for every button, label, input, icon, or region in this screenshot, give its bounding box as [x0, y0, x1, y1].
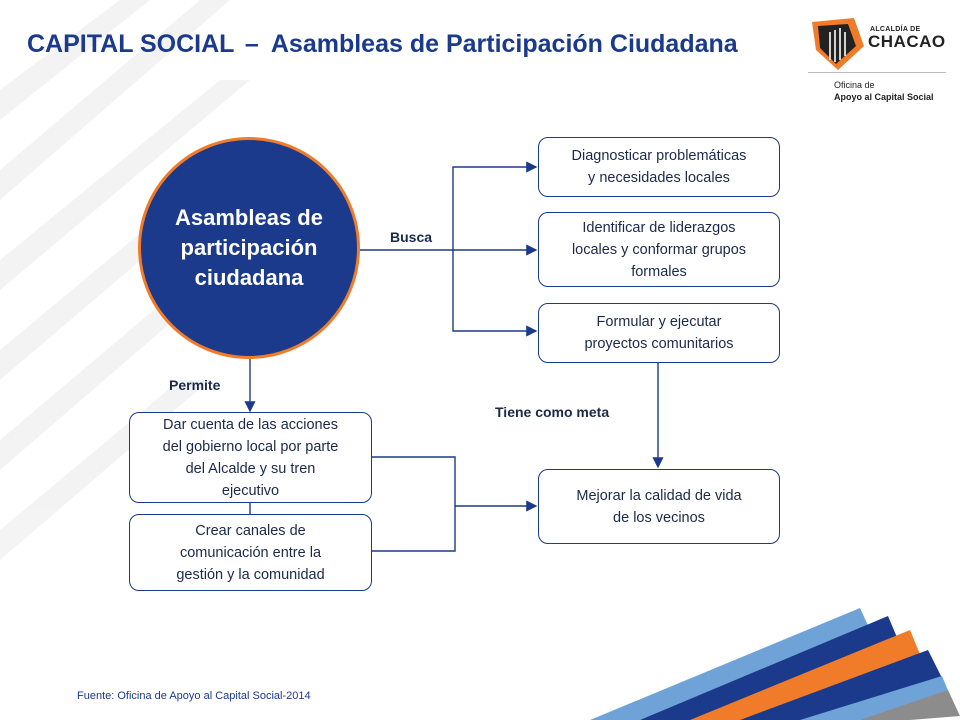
goal-box-text: Diagnosticar problemáticas y necesidades…	[571, 148, 747, 186]
logo-office-line-1: Oficina de	[834, 80, 875, 90]
connector-busca-bottom	[452, 250, 538, 337]
source-caption: Fuente: Oficina de Apoyo al Capital Soci…	[77, 690, 311, 702]
allow-box-text: Crear canales de comunicación entre la g…	[176, 522, 325, 583]
connector-busca-top	[452, 161, 538, 250]
allow-box-crear-canales: Crear canales de comunicación entre la g…	[129, 514, 372, 591]
allow-box-text: Dar cuenta de las acciones del gobierno …	[162, 416, 339, 499]
corner-stripes	[590, 608, 960, 720]
goal-box-diagnosticar: Diagnosticar problemáticas y necesidades…	[538, 137, 780, 197]
logo-brand-name: CHACAO	[868, 32, 946, 51]
logo-brand-small: ALCALDÍA DE	[870, 26, 921, 33]
goal-box-formular: Formular y ejecutar proyectos comunitari…	[538, 303, 780, 363]
chacao-emblem-icon	[812, 18, 864, 70]
label-tiene-como-meta: Tiene como meta	[495, 404, 610, 420]
goal-box-text: Identificar de liderazgos locales y conf…	[571, 219, 747, 280]
label-busca: Busca	[390, 229, 433, 245]
page-title: CAPITAL SOCIAL – Asambleas de Participac…	[27, 30, 738, 59]
goal-box-text: Formular y ejecutar proyectos comunitari…	[584, 314, 734, 352]
logo-divider	[808, 72, 946, 73]
logo-office-line-2: Apoyo al Capital Social	[834, 92, 934, 102]
target-box-mejorar: Mejorar la calidad de vida de los vecino…	[538, 469, 780, 544]
center-circle-label: Asambleas de participación ciudadana	[175, 205, 323, 290]
title-part-2: Asambleas de Participación Ciudadana	[270, 30, 738, 58]
chacao-logo: ALCALDÍA DE CHACAO Oficina de Apoyo al C…	[808, 16, 948, 108]
label-permite: Permite	[169, 377, 221, 393]
title-part-1: CAPITAL SOCIAL	[27, 30, 234, 58]
connector-allow-1-out	[371, 456, 456, 552]
goal-box-identificar: Identificar de liderazgos locales y conf…	[538, 212, 780, 287]
allow-box-dar-cuenta: Dar cuenta de las acciones del gobierno …	[129, 412, 372, 503]
center-circle: Asambleas de participación ciudadana	[138, 137, 360, 359]
target-box-text: Mejorar la calidad de vida de los vecino…	[576, 487, 742, 526]
title-dash: –	[244, 30, 259, 58]
